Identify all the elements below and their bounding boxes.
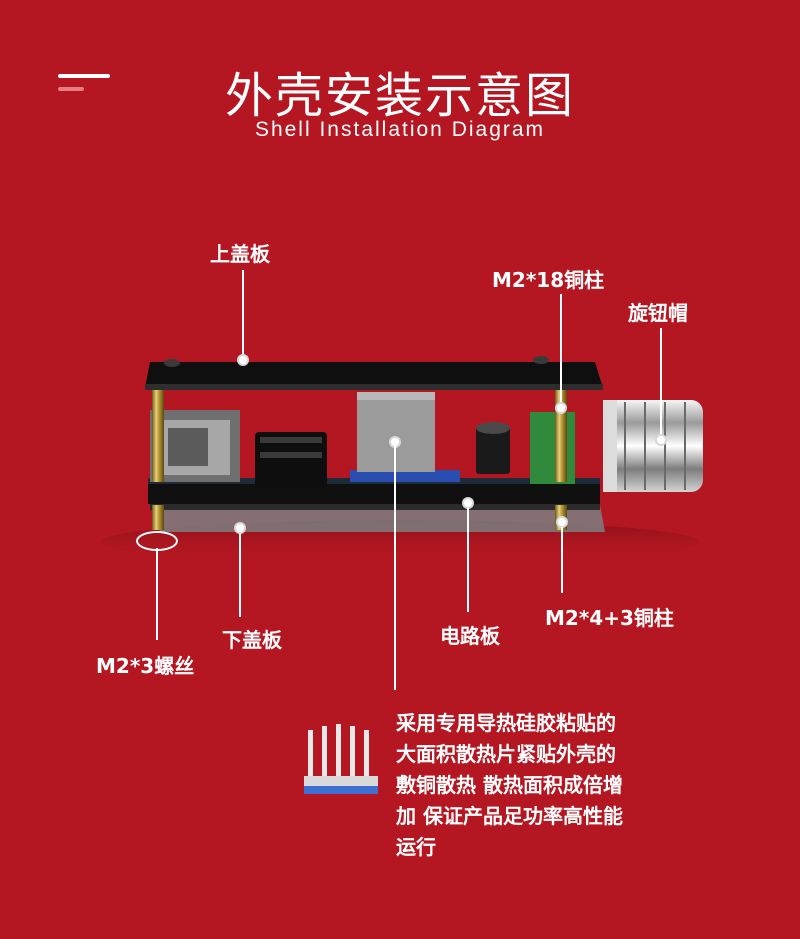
leader-line-screw xyxy=(156,548,158,640)
marker-knob-cap xyxy=(655,434,667,446)
description-line: 大面积散热片紧贴外壳的 xyxy=(396,742,616,766)
label-screw: M2*3螺丝 xyxy=(96,654,195,678)
marker-copper-pillar-18 xyxy=(555,402,567,414)
leader-line-knob-cap xyxy=(660,328,662,436)
potentiometer xyxy=(530,412,575,484)
capacitor xyxy=(476,426,510,474)
page-subtitle: Shell Installation Diagram xyxy=(254,118,546,141)
leader-line-copper-pillar-18 xyxy=(560,294,562,406)
knob-cap xyxy=(603,400,703,492)
description-line: 加 保证产品足功率高性能 xyxy=(396,804,623,828)
description-line: 运行 xyxy=(396,835,436,859)
label-circuit-board: 电路板 xyxy=(440,624,500,648)
leader-line-bottom-cover xyxy=(239,533,241,617)
label-copper-pillar-18: M2*18铜柱 xyxy=(492,268,605,292)
leader-line-heatsink xyxy=(394,446,396,690)
description-line: 采用专用导热硅胶粘贴的 xyxy=(396,711,616,735)
page-title: 外壳安装示意图 xyxy=(224,68,575,124)
leader-line-circuit-board xyxy=(467,508,469,612)
top-cover-plate xyxy=(145,362,603,388)
marker-top-cover xyxy=(237,354,249,366)
inductor xyxy=(255,432,327,488)
bottom-cover-plate xyxy=(150,505,605,532)
heatsink-description: 采用专用导热硅胶粘贴的 大面积散热片紧贴外壳的 敷铜散热 散热面积成倍增 加 保… xyxy=(396,708,666,863)
menu-icon[interactable] xyxy=(58,74,110,94)
label-bottom-cover: 下盖板 xyxy=(222,628,282,652)
label-knob-cap: 旋钮帽 xyxy=(628,301,688,325)
leader-line-top-cover xyxy=(242,270,244,358)
label-top-cover: 上盖板 xyxy=(210,242,270,266)
leader-line-copper-pillar-4-3 xyxy=(561,527,563,593)
copper-pillar-left-lower xyxy=(152,505,164,530)
heatsink-icon xyxy=(304,724,378,794)
description-line: 敷铜散热 散热面积成倍增 xyxy=(396,773,623,797)
chip-heatsink xyxy=(357,392,435,472)
label-copper-pillar-4-3: M2*4+3铜柱 xyxy=(545,606,674,630)
copper-pillar-left-upper xyxy=(152,390,164,482)
